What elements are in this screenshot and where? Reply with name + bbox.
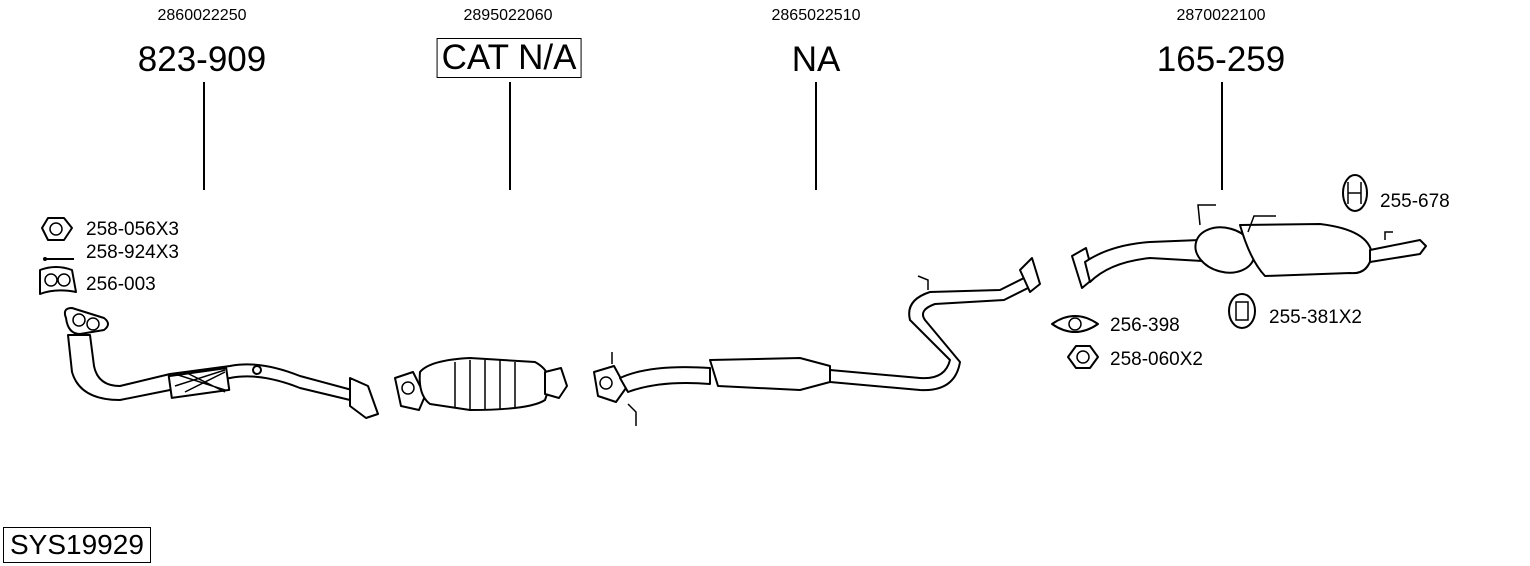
front-pipe-drawing: [63, 307, 379, 419]
middle-pipe-drawing: [593, 257, 1041, 426]
part-label-catalyst: CAT N/A: [436, 38, 582, 78]
rubber-mount-icon: [1228, 293, 1256, 329]
accessory-label: 258-056X3: [86, 219, 179, 240]
accessory-label: 255-381X2: [1269, 307, 1362, 328]
system-code-label: SYS19929: [3, 527, 151, 563]
part-label-middle-pipe: NA: [791, 40, 841, 79]
nut-icon: [1067, 345, 1099, 369]
gasket-icon: [1051, 315, 1099, 333]
part-label-front-pipe: 823-909: [137, 40, 267, 79]
article-number-front-pipe: 2860022250: [157, 7, 247, 24]
gasket-icon: [39, 266, 77, 295]
accessory-label: 258-924X3: [86, 242, 179, 263]
accessory-label: 258-060X2: [1110, 349, 1203, 370]
accessory-label: 256-003: [86, 274, 156, 295]
accessory-label: 255-678: [1380, 191, 1450, 212]
rubber-hanger-icon: [1342, 174, 1368, 212]
article-number-catalyst: 2895022060: [463, 7, 553, 24]
nut-icon: [41, 217, 73, 241]
bolt-icon: [43, 257, 74, 261]
catalytic-converter-drawing: [394, 357, 568, 411]
article-number-rear-muffler: 2870022100: [1176, 7, 1266, 24]
accessory-label: 256-398: [1110, 315, 1180, 336]
article-number-middle-pipe: 2865022510: [771, 7, 861, 24]
part-label-rear-muffler: 165-259: [1156, 40, 1286, 79]
rear-muffler-drawing: [1071, 204, 1427, 289]
